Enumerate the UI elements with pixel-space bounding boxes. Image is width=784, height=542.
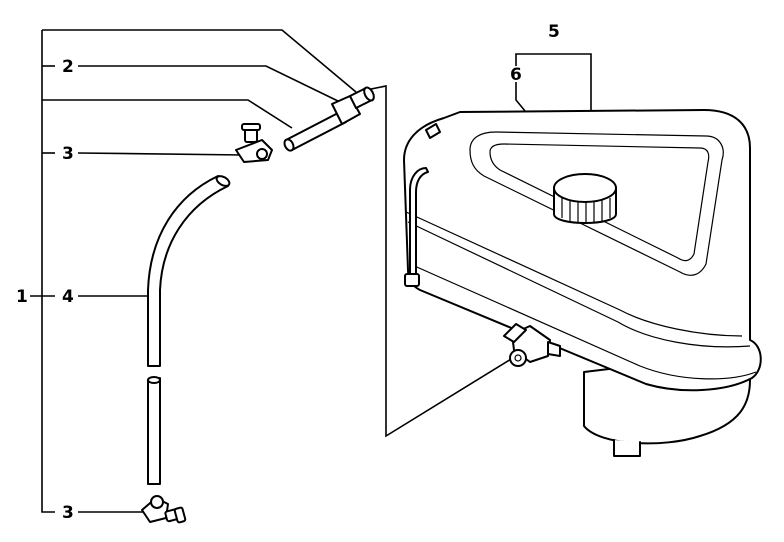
callout-6: 6 — [510, 65, 522, 85]
bracket-item-5 — [515, 53, 592, 110]
tank-fuel-valve — [503, 323, 561, 367]
callout-5: 5 — [548, 22, 560, 42]
cap-ribs — [561, 198, 611, 223]
clamp-bottom-screw-head — [173, 506, 187, 524]
callout-3-top: 3 — [62, 144, 74, 164]
callout-1: 1 — [16, 287, 28, 307]
valve-outlet — [509, 349, 527, 367]
tank-top-recess-inner — [489, 143, 710, 262]
tank-breather-fitting — [404, 273, 420, 287]
clamp-top-screw-head — [241, 123, 261, 131]
tank-flange-line-3 — [409, 263, 757, 380]
callout-labels: 2 3 1 4 3 5 6 — [16, 22, 560, 523]
leader-top-to-fitting — [42, 29, 357, 93]
tank-filler-cap — [553, 173, 617, 224]
hose-clamp-top — [235, 123, 273, 163]
fitting-thread-end — [363, 86, 375, 102]
bracket-item-1 — [41, 30, 55, 513]
leader-fitting-to-valve — [365, 85, 517, 438]
clamp-top-ring — [256, 148, 268, 160]
leader-3-top — [77, 152, 245, 156]
hose-upper-end — [215, 175, 231, 187]
fuel-tank — [403, 109, 762, 457]
fitting-tube — [285, 111, 347, 151]
tank-vent-nipple — [425, 123, 441, 139]
tank-top-recess-outer — [469, 131, 724, 276]
clamp-bottom-ring — [150, 495, 164, 509]
fitting-tube-end — [283, 138, 295, 152]
callout-4: 4 — [62, 287, 74, 307]
fuel-hose — [147, 175, 231, 485]
fuel-fitting — [283, 86, 375, 152]
callout-2: 2 — [62, 57, 74, 77]
hose-upper-section — [147, 175, 229, 367]
hose-clamp-bottom — [141, 495, 187, 524]
callout-3-bottom: 3 — [62, 503, 74, 523]
valve-outlet-bore — [514, 354, 522, 362]
tank-drain-plug — [613, 439, 641, 457]
leader-2 — [78, 65, 341, 103]
cap-top — [553, 173, 617, 203]
tank-breather-line — [409, 167, 429, 279]
valve-lever — [503, 323, 527, 343]
hose-lower-section — [147, 377, 161, 485]
tank-flange-line-1 — [405, 211, 743, 337]
valve-stem — [547, 341, 561, 357]
tank-flange-line-2 — [407, 221, 751, 348]
leader-to-tube — [42, 99, 293, 129]
hose-lower-top — [147, 376, 161, 384]
